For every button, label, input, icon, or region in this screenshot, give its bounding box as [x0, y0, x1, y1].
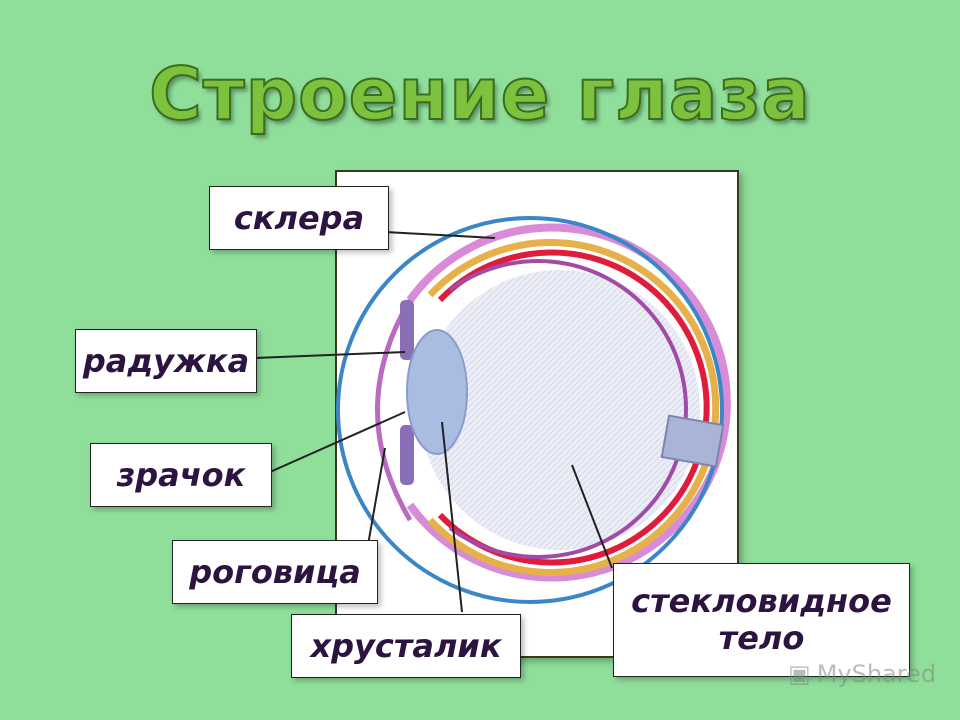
inner-layer: [448, 259, 688, 559]
vitreous-body: [420, 270, 700, 550]
label-vitreous-line1: стекловидное: [631, 582, 892, 621]
label-vitreous: стекловидное тело: [613, 563, 910, 677]
pointer-lens: [441, 421, 463, 613]
label-pupil: зрачок: [90, 443, 272, 507]
label-sclera: склера: [209, 186, 389, 250]
presentation-icon: ▣: [788, 660, 811, 688]
watermark: ▣ MyShared: [788, 660, 936, 688]
label-lens-text: хрусталик: [310, 626, 502, 665]
outer-layer: [406, 223, 731, 582]
choroid-layer: [437, 249, 710, 566]
label-lens: хрусталик: [291, 614, 521, 678]
label-cornea-text: роговица: [189, 552, 361, 591]
pointer-iris: [254, 351, 406, 359]
watermark-text: MyShared: [816, 660, 937, 688]
lens-shape: [406, 329, 468, 455]
pointer-vitreous: [571, 464, 613, 569]
iris-lower: [400, 425, 414, 485]
iris-upper: [400, 300, 414, 360]
label-cornea: роговица: [172, 540, 378, 604]
label-pupil-text: зрачок: [116, 455, 246, 494]
sclera-ring: [336, 216, 724, 604]
label-iris-text: радужка: [82, 341, 250, 380]
label-sclera-text: склера: [233, 198, 365, 237]
page-title: Строение глаза: [148, 51, 811, 137]
pointer-sclera: [384, 231, 496, 239]
pointer-pupil: [269, 411, 406, 473]
cornea-arc: [375, 298, 413, 522]
retina-layer: [427, 239, 720, 576]
label-vitreous-line2: тело: [718, 619, 805, 657]
pointer-cornea: [367, 447, 386, 546]
optic-nerve: [660, 414, 725, 468]
label-iris: радужка: [75, 329, 257, 393]
